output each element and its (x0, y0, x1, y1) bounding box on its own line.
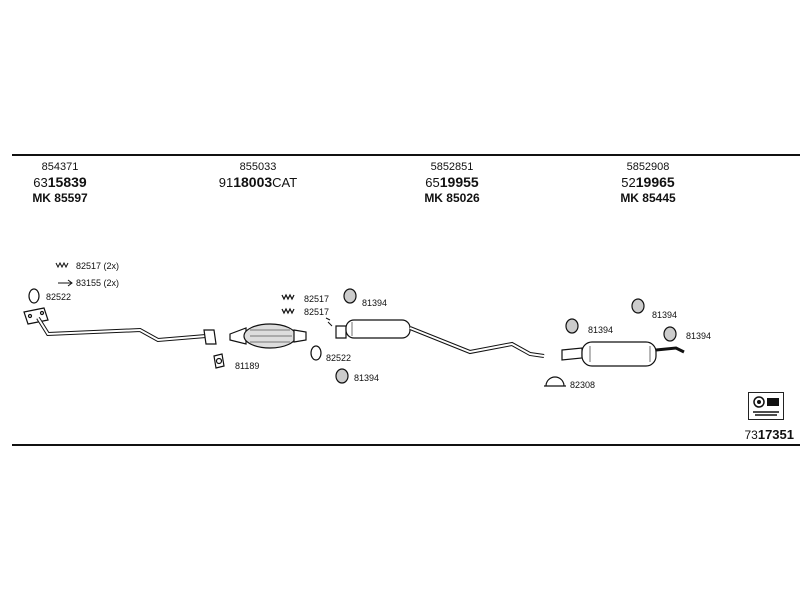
article-main: 19955 (439, 174, 479, 190)
part-label: 81394 (588, 325, 614, 335)
article-main: 19965 (635, 174, 675, 190)
part-label: 82517 (304, 294, 330, 304)
diagram-number-prefix: 73 (744, 428, 758, 442)
front-flange (23, 307, 49, 325)
rubber-mount-icon (631, 298, 645, 314)
article-prefix: 91 (218, 175, 234, 190)
u-clamp-icon (544, 376, 566, 387)
article-number: 6315839 (0, 174, 150, 191)
front-pipe-outlet-flange (203, 329, 217, 345)
part-label: 81394 (686, 331, 712, 341)
article-prefix: 65 (425, 175, 440, 190)
article-suffix: CAT (272, 175, 298, 190)
catalytic-converter-inlet (229, 327, 247, 345)
part-label: 81394 (652, 310, 678, 320)
mk-number: MK 85026 (424, 191, 480, 205)
mk-number: MK 85597 (32, 191, 88, 205)
header-column-1: 854371 6315839 MK 85597 (0, 161, 150, 206)
spring-icon (281, 307, 295, 315)
bottom-rule (12, 444, 800, 446)
middle-to-rear-pipe (409, 326, 545, 358)
article-prefix: 52 (621, 175, 636, 190)
spring-icon (281, 293, 295, 301)
part-label: 81394 (362, 298, 388, 308)
ref-number: 5852908 (626, 161, 670, 173)
header-column-4: 5852908 5219965 MK 85445 (558, 161, 738, 206)
catalytic-converter-outlet (293, 329, 307, 343)
gasket-icon (213, 353, 225, 369)
article-number: 6519955 (362, 174, 542, 191)
part-label: 82522 (46, 292, 72, 302)
mk-number: MK 85445 (620, 191, 676, 205)
ref-number: 855033 (239, 161, 277, 173)
part-label: 82308 (570, 380, 596, 390)
tail-pipe (655, 346, 685, 354)
part-label: 82517 (2x) (76, 261, 120, 271)
part-label: 82517 (304, 307, 330, 317)
rubber-mount-icon (335, 368, 349, 384)
ref-number: 854371 (41, 161, 79, 173)
middle-pipe-inlet (335, 325, 347, 339)
part-label: 81394 (354, 373, 380, 383)
gasket-icon (28, 288, 40, 304)
article-main: 18003 (233, 174, 273, 190)
bolt-icon (58, 279, 73, 287)
rear-muffler (581, 341, 657, 367)
exhaust-system-logo-icon (748, 392, 784, 420)
rear-pipe-inlet (561, 347, 583, 361)
article-number: 9118003CAT (168, 174, 348, 191)
spring-icon (55, 261, 69, 269)
article-number: 5219965 (558, 174, 738, 191)
diagram-number: 7317351 (744, 427, 794, 442)
header-column-2: 855033 9118003CAT (168, 161, 348, 191)
rubber-mount-icon (663, 326, 677, 342)
header-column-3: 5852851 6519955 MK 85026 (362, 161, 542, 206)
part-label: 82522 (326, 353, 352, 363)
ref-number: 5852851 (430, 161, 474, 173)
part-label: 81189 (235, 361, 260, 371)
rubber-mount-icon (343, 288, 357, 304)
gasket-icon (310, 345, 322, 361)
article-prefix: 63 (33, 175, 48, 190)
top-rule (12, 154, 800, 156)
part-label: 83155 (2x) (76, 278, 120, 288)
front-pipe (36, 316, 207, 343)
diagram-number-main: 17351 (757, 427, 794, 442)
middle-muffler (345, 319, 411, 339)
rubber-mount-icon (565, 318, 579, 334)
article-main: 15839 (47, 174, 87, 190)
